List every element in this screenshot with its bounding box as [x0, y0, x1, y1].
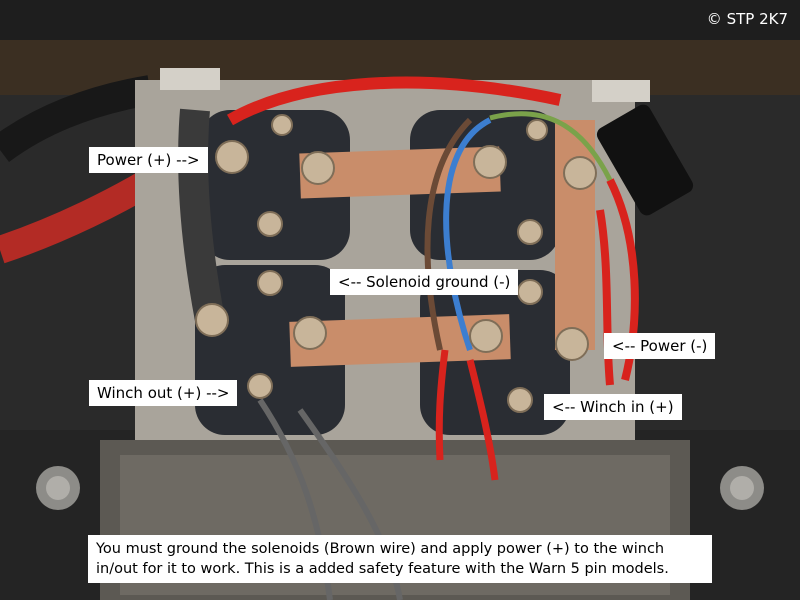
bracket-top-left: [160, 68, 220, 90]
label-solenoid-ground: <-- Solenoid ground (-): [330, 269, 519, 295]
safety-note-line-2: in/out for it to work. This is a added s…: [96, 561, 669, 577]
brown-wire: [424, 117, 473, 351]
bracket-top-right: [592, 80, 650, 102]
terminal-studs: [195, 114, 597, 413]
copper-bus-bar-bottom: [289, 314, 511, 367]
safety-note-line-1: You must ground the solenoids (Brown wir…: [96, 541, 665, 557]
fuse-holder: [596, 104, 694, 216]
copper-bus-bar-right: [555, 120, 595, 350]
red-wire-top: [227, 76, 562, 126]
copyright-text: © STP 2K7: [706, 10, 788, 28]
frame-bolt-right: [720, 466, 764, 510]
frame-bolt-left: [36, 466, 80, 510]
label-power-negative: <-- Power (-): [604, 333, 716, 359]
label-winch-out: Winch out (+) -->: [89, 380, 238, 406]
label-power-positive: Power (+) -->: [89, 147, 208, 173]
safety-note: You must ground the solenoids (Brown wir…: [88, 535, 712, 583]
label-winch-in: <-- Winch in (+): [544, 394, 682, 420]
blue-wire: [443, 117, 492, 351]
